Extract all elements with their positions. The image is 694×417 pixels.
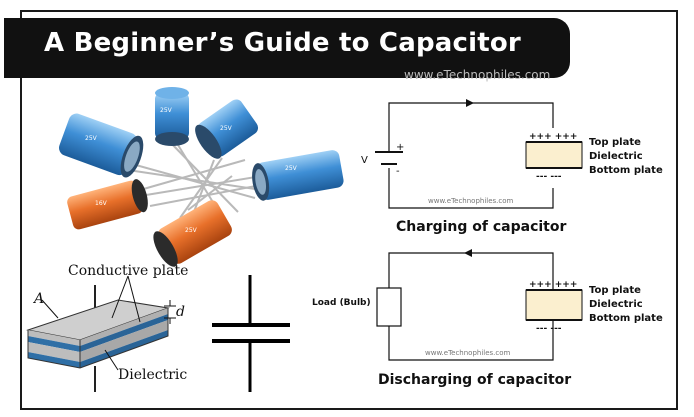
top-plate-label: Top plate (589, 285, 641, 296)
blue-capacitor (155, 87, 189, 146)
capacitor-photo: 25V 25V 25V 16V 25V 25V (59, 87, 344, 267)
bottom-plate-label: Bottom plate (589, 165, 663, 176)
svg-text:25V: 25V (285, 165, 298, 172)
negative-charges: --- --- (536, 172, 562, 182)
positive-charges: +++ +++ (529, 132, 577, 142)
area-label: A (32, 291, 44, 307)
distance-label: d (176, 304, 185, 320)
blue-capacitor (59, 113, 144, 178)
capacitor-symbol (212, 275, 290, 392)
dielectric-label: Dielectric (589, 299, 643, 310)
blue-capacitor (252, 150, 344, 201)
svg-text:25V: 25V (85, 135, 98, 142)
orange-capacitor (153, 200, 232, 267)
blue-capacitor (195, 99, 259, 159)
svg-text:25V: 25V (185, 227, 198, 234)
top-plate-label: Top plate (589, 137, 641, 148)
svg-text:25V: 25V (160, 107, 173, 114)
plate-structure: Conductive plate A d Dielectric (26, 263, 188, 392)
svg-text:25V: 25V (220, 125, 233, 132)
discharging-circuit: Load (Bulb) +++ +++ --- --- Top plate Di… (312, 249, 663, 361)
voltage-label: V (361, 155, 368, 166)
load-label: Load (Bulb) (312, 298, 371, 308)
svg-text:16V: 16V (95, 200, 108, 207)
minus-label: - (396, 166, 400, 177)
page-title: A Beginner’s Guide to Capacitor (44, 28, 521, 58)
orange-capacitor (67, 179, 148, 230)
dielectric-label: Dielectric (589, 151, 643, 162)
plus-label: + (396, 142, 404, 153)
bottom-plate-label: Bottom plate (589, 313, 663, 324)
discharging-caption: Discharging of capacitor (378, 372, 571, 388)
site-url: www.eTechnophiles.com (404, 68, 551, 82)
charging-caption: Charging of capacitor (396, 219, 566, 235)
title-banner (4, 18, 570, 78)
negative-charges: --- --- (536, 324, 562, 334)
dielectric-label: Dielectric (118, 367, 187, 383)
conductive-plate-label: Conductive plate (68, 263, 188, 279)
watermark: www.eTechnophiles.com (428, 197, 514, 205)
watermark: www.eTechnophiles.com (425, 349, 511, 357)
positive-charges: +++ +++ (529, 280, 577, 290)
charging-circuit: V + - +++ +++ --- --- Top plate Dielectr… (361, 99, 663, 209)
